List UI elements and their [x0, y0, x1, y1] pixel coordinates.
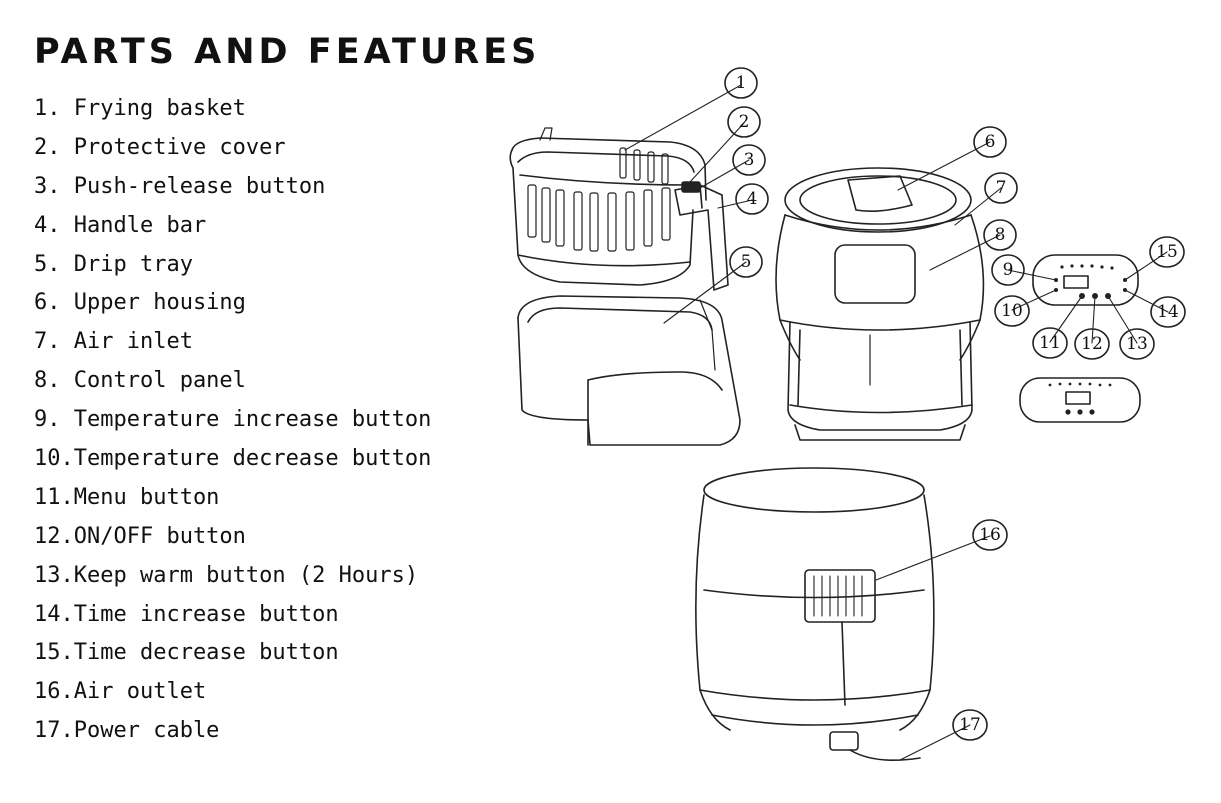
part-item-5: 5. Drip tray	[34, 251, 193, 277]
callout-2: 2	[727, 106, 761, 138]
part-item-8: 8. Control panel	[34, 368, 246, 394]
callout-14: 14	[1150, 296, 1186, 328]
callout-10: 10	[994, 295, 1030, 327]
callout-label-17: 17	[959, 715, 981, 735]
air-outlet-grill	[813, 575, 863, 617]
callout-label-3: 3	[744, 150, 755, 170]
part-item-12: 12.ON/OFF button	[34, 523, 246, 549]
callout-label-13: 13	[1126, 334, 1148, 354]
callout-7: 7	[984, 172, 1018, 204]
callout-label-9: 9	[1003, 260, 1014, 280]
part-item-7: 7. Air inlet	[34, 329, 193, 355]
frying-basket-illustration	[509, 127, 707, 286]
callout-6: 6	[973, 126, 1007, 158]
callout-label-12: 12	[1081, 334, 1103, 354]
control-panel-illustration	[1019, 254, 1141, 423]
part-item-11: 11.Menu button	[34, 484, 220, 510]
handle-bar-illustration	[674, 181, 729, 291]
part-item-17: 17.Power cable	[34, 718, 220, 744]
drip-tray-illustration	[517, 295, 741, 446]
page-title: PARTS AND FEATURES	[34, 32, 541, 72]
part-item-15: 15.Time decrease button	[34, 640, 339, 666]
callout-label-8: 8	[995, 225, 1006, 245]
part-item-6: 6. Upper housing	[34, 290, 246, 316]
basket-slots	[527, 147, 671, 252]
callout-label-10: 10	[1001, 301, 1023, 321]
part-item-10: 10.Temperature decrease button	[34, 446, 432, 472]
part-item-3: 3. Push-release button	[34, 173, 326, 199]
part-item-2: 2. Protective cover	[34, 134, 286, 160]
callout-13: 13	[1119, 328, 1155, 360]
callout-label-11: 11	[1039, 333, 1061, 353]
callout-label-2: 2	[739, 112, 750, 132]
part-item-13: 13.Keep warm button (2 Hours)	[34, 562, 419, 588]
callout-9: 9	[991, 254, 1025, 286]
callout-17: 17	[952, 709, 988, 741]
callout-16: 16	[972, 519, 1008, 551]
callout-5: 5	[729, 246, 763, 278]
callout-3: 3	[732, 144, 766, 176]
air-fryer-rear-illustration	[695, 467, 935, 762]
callout-label-7: 7	[996, 178, 1007, 198]
callout-1: 1	[724, 67, 758, 99]
air-fryer-front-illustration	[775, 167, 985, 441]
parts-list: 1. Frying basket 2. Protective cover 3. …	[34, 90, 431, 751]
callout-4: 4	[735, 183, 769, 215]
callout-15: 15	[1149, 236, 1185, 268]
part-item-16: 16.Air outlet	[34, 679, 207, 705]
callout-label-5: 5	[741, 252, 752, 272]
part-item-14: 14.Time increase button	[34, 601, 339, 627]
callout-label-6: 6	[985, 132, 996, 152]
part-item-1: 1. Frying basket	[34, 96, 246, 121]
callout-label-14: 14	[1157, 302, 1179, 322]
callout-leaders	[624, 84, 1169, 761]
callout-label-1: 1	[736, 73, 747, 93]
callout-8: 8	[983, 219, 1017, 251]
callout-12: 12	[1074, 328, 1110, 360]
callout-label-16: 16	[979, 525, 1001, 545]
callout-11: 11	[1032, 327, 1068, 359]
part-item-9: 9. Temperature increase button	[34, 407, 432, 433]
callouts: 1 2 3 4 5 6 7 8 9 10 11 12 13 14 15 16 1…	[724, 67, 1186, 741]
callout-label-4: 4	[747, 189, 758, 209]
part-item-4: 4. Handle bar	[34, 212, 207, 238]
callout-label-15: 15	[1156, 242, 1178, 262]
